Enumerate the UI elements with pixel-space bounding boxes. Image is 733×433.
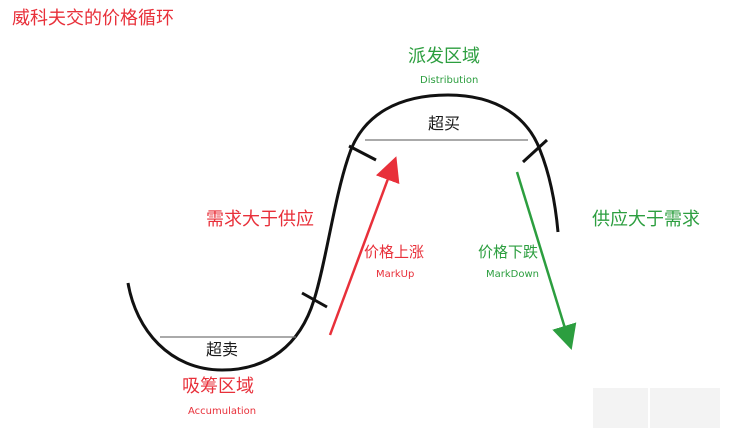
tick-mark-lower-right [301,291,328,309]
watermark-block-right [650,388,720,428]
markup-arrow [328,156,400,336]
overbought-label: 超买 [428,114,461,133]
markdown-cn-label: 价格下跌 [478,243,539,261]
markdown-arrow [515,171,577,350]
markdown-en-label: MarkDown [486,269,539,280]
markup-cn-label: 价格上涨 [364,243,425,261]
diagram-title: 威科夫交的价格循环 [12,8,174,29]
tick-mark-upper-left [348,144,377,162]
watermark-block-left [593,388,648,428]
tick-mark-upper-right [521,138,549,164]
oversold-label: 超卖 [206,340,239,359]
distribution-zone-label: 派发区域 [408,46,480,67]
accumulation-zone-label: 吸筹区域 [182,376,254,397]
price-cycle-curve [126,93,560,372]
supply-over-demand-label: 供应大于需求 [592,209,700,230]
markup-en-label: MarkUp [376,269,415,280]
demand-over-supply-label: 需求大于供应 [206,209,314,230]
distribution-en-label: Distribution [420,75,479,86]
accumulation-en-label: Accumulation [188,406,257,417]
